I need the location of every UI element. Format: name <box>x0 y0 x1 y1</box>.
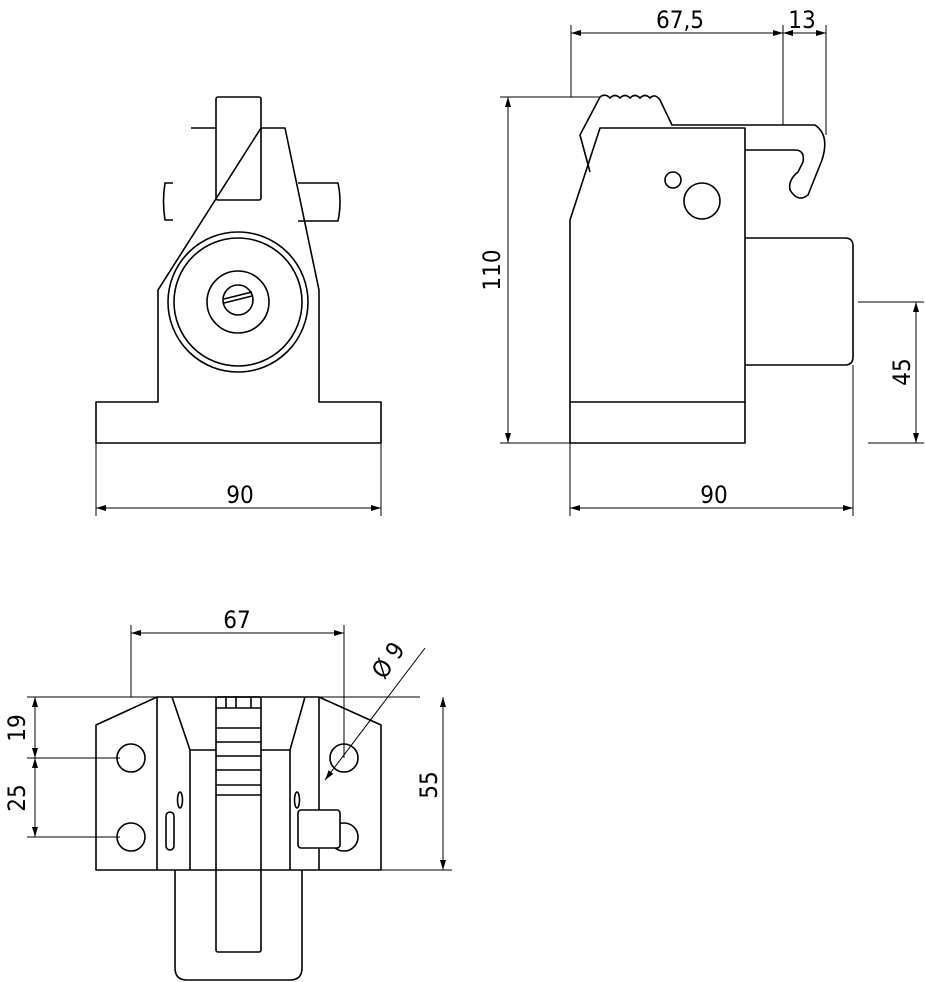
screw-slot <box>223 291 253 304</box>
side-block <box>745 237 854 366</box>
roller-inner <box>173 237 303 367</box>
screw-icon <box>222 284 254 316</box>
lever-top-view <box>215 696 262 953</box>
pin-top-view <box>297 809 341 849</box>
dim-hole-spacing: 67 <box>223 606 250 634</box>
side-view: 110 67,5 13 90 45 <box>478 6 924 516</box>
dim-lever-reach: 67,5 <box>656 6 704 34</box>
bottom-block <box>174 870 303 981</box>
dim-front-width: 90 <box>226 481 253 509</box>
small-hole <box>664 171 682 189</box>
clamp-lever <box>579 94 826 199</box>
dim-hook: 13 <box>788 6 815 34</box>
dim-height: 110 <box>478 249 506 290</box>
side-pin-head <box>165 811 175 851</box>
lever-tip <box>216 697 261 709</box>
dim-hole-offset: 19 <box>3 714 31 741</box>
dim-block-height: 45 <box>888 358 916 385</box>
side-body <box>569 127 746 444</box>
dim-side-width: 90 <box>700 481 727 509</box>
roller-outer <box>167 231 309 373</box>
top-view: 67 Ø 9 19 25 55 <box>3 606 452 981</box>
dim-hole-diameter: Ø 9 <box>366 637 410 684</box>
guide <box>171 696 306 870</box>
lever-grip <box>216 727 261 796</box>
hub <box>206 270 270 334</box>
lever-top <box>215 96 262 201</box>
right-pin <box>298 182 341 222</box>
mount-hole <box>116 743 146 773</box>
front-view: 90 <box>95 96 382 516</box>
dim-depth: 55 <box>415 771 443 798</box>
dim-hole-pitch: 25 <box>3 784 31 811</box>
mount-hole <box>116 822 146 852</box>
large-hole <box>683 182 721 220</box>
left-pin <box>162 182 173 221</box>
